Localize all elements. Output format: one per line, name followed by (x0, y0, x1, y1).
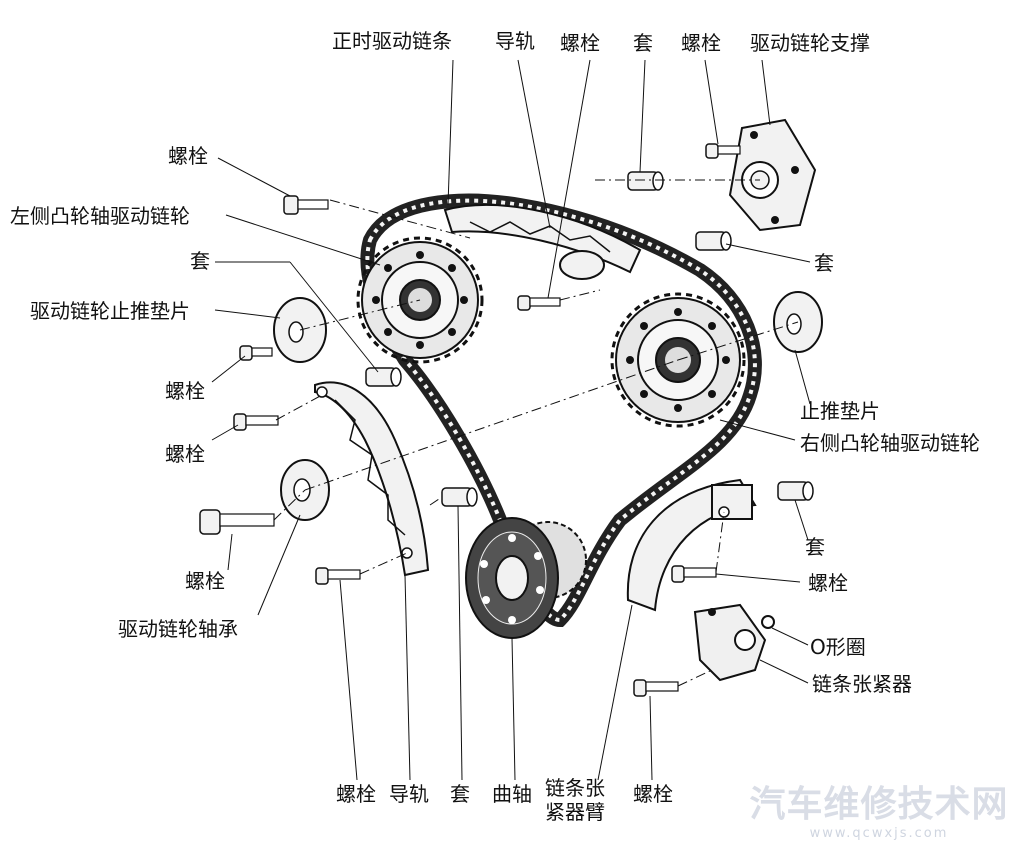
label-bolt-left-2: 螺栓 (165, 379, 205, 403)
label-guide-rail-top: 导轨 (495, 29, 535, 53)
bolt-icon (671, 565, 717, 583)
sleeve-icon (777, 481, 814, 501)
watermark-text: 汽车维修技术网 (749, 784, 1009, 825)
label-sleeve-top: 套 (633, 31, 653, 55)
timing-chain-links (365, 198, 757, 623)
label-bolt-left-3: 螺栓 (165, 442, 205, 466)
leader-lines (211, 59, 811, 781)
chain-tensioner-arm (626, 478, 757, 612)
label-sprocket-support: 驱动链轮支撑 (750, 31, 870, 55)
left-guide-rail (314, 381, 430, 577)
bolt-icon (633, 679, 679, 697)
label-bottom-bolt-1: 螺栓 (336, 782, 376, 806)
sprocket-support (728, 118, 817, 232)
label-right-cam-sprocket: 右侧凸轮轴驱动链轮 (800, 431, 980, 455)
label-sleeve-left: 套 (190, 249, 210, 273)
chain-tensioner (693, 603, 775, 682)
bolt-icon (315, 567, 361, 585)
crankshaft-sprocket (465, 517, 587, 639)
label-tensioner-arm-line-2: 紧器臂 (545, 800, 605, 824)
label-thrust-washer-right: 止推垫片 (800, 399, 880, 423)
bolt-icon (517, 295, 561, 311)
label-sprocket-bearing: 驱动链轮轴承 (118, 617, 238, 641)
label-bolt-right-1: 螺栓 (808, 571, 848, 595)
sleeve-icon (365, 367, 402, 387)
bolt-icon (199, 509, 275, 535)
watermark: 汽车维修技术网 www.qcwxjs.com (738, 784, 1020, 842)
bolt-icon (705, 143, 741, 159)
upper-guide-rail (443, 204, 642, 280)
sleeve-icon (695, 231, 732, 251)
sleeve-icon (627, 171, 664, 191)
sleeve-icon (441, 487, 478, 507)
label-bolt-left-4: 螺栓 (185, 569, 225, 593)
label-crankshaft: 曲轴 (492, 782, 532, 806)
label-tensioner-arm: 链条张 紧器臂 (540, 776, 610, 824)
label-bottom-sleeve: 套 (450, 782, 470, 806)
label-thrust-washer-left: 驱动链轮止推垫片 (30, 299, 190, 323)
label-left-cam-sprocket: 左侧凸轮轴驱动链轮 (10, 204, 190, 228)
assembly-axes (273, 179, 799, 687)
label-timing-chain: 正时驱动链条 (332, 29, 452, 53)
label-bottom-bolt-2: 螺栓 (633, 782, 673, 806)
watermark-url: www.qcwxjs.com (809, 826, 949, 841)
label-sleeve-right-2: 套 (805, 535, 825, 559)
label-sleeve-right-1: 套 (814, 251, 834, 275)
label-bolt-top-2: 螺栓 (681, 31, 721, 55)
bolt-icon (283, 195, 329, 215)
label-bolt-top-1: 螺栓 (560, 31, 600, 55)
label-tensioner-arm-line-1: 链条张 (545, 776, 605, 800)
label-bolt-left-1: 螺栓 (168, 144, 208, 168)
label-o-ring: O形圈 (810, 635, 866, 659)
label-chain-tensioner: 链条张紧器 (812, 672, 912, 696)
bolt-icon (239, 345, 273, 361)
bolt-icon (233, 413, 279, 431)
label-bottom-guide-rail: 导轨 (389, 782, 429, 806)
